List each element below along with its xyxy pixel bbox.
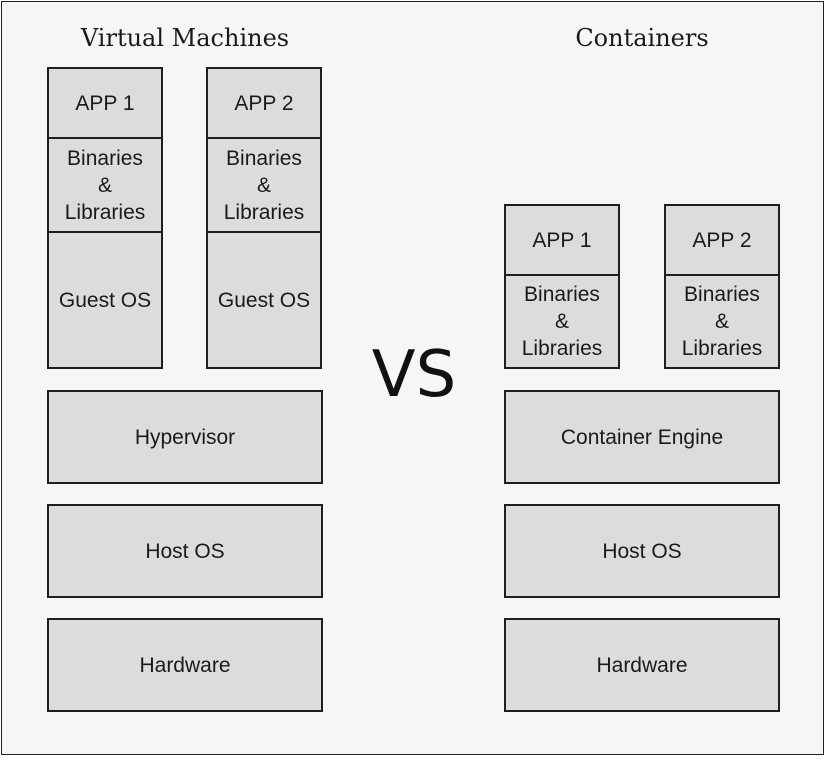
vm-app2-guest-os: Guest OS	[208, 231, 320, 367]
vm-hardware: Hardware	[47, 618, 323, 712]
vm-app1-guest-os: Guest OS	[49, 231, 161, 367]
vm-title: Virtual Machines	[80, 24, 290, 52]
vm-host-os: Host OS	[47, 504, 323, 598]
container-app2-label: APP 2	[692, 228, 752, 252]
container-app1-binaries: Binaries & Libraries	[506, 274, 618, 367]
containers-title: Containers	[575, 24, 709, 52]
container-app2-binaries: Binaries & Libraries	[666, 274, 778, 367]
vm-app1-label: APP 1	[75, 91, 135, 115]
container-hardware: Hardware	[504, 618, 780, 712]
container-engine: Container Engine	[504, 390, 780, 484]
container-app1-label: APP 1	[532, 228, 592, 252]
vm-app2-binaries: Binaries & Libraries	[208, 137, 320, 231]
container-app1-stack: APP 1 Binaries & Libraries	[504, 204, 620, 369]
vm-app2-label: APP 2	[234, 91, 294, 115]
container-host-os: Host OS	[504, 504, 780, 598]
vs-label: VS	[371, 338, 457, 412]
vm-app2-stack: APP 2 Binaries & Libraries Guest OS	[206, 67, 322, 369]
vm-app1-stack: APP 1 Binaries & Libraries Guest OS	[47, 67, 163, 369]
vm-app1-binaries: Binaries & Libraries	[49, 137, 161, 231]
vm-hypervisor: Hypervisor	[47, 390, 323, 484]
container-app2-stack: APP 2 Binaries & Libraries	[664, 204, 780, 369]
